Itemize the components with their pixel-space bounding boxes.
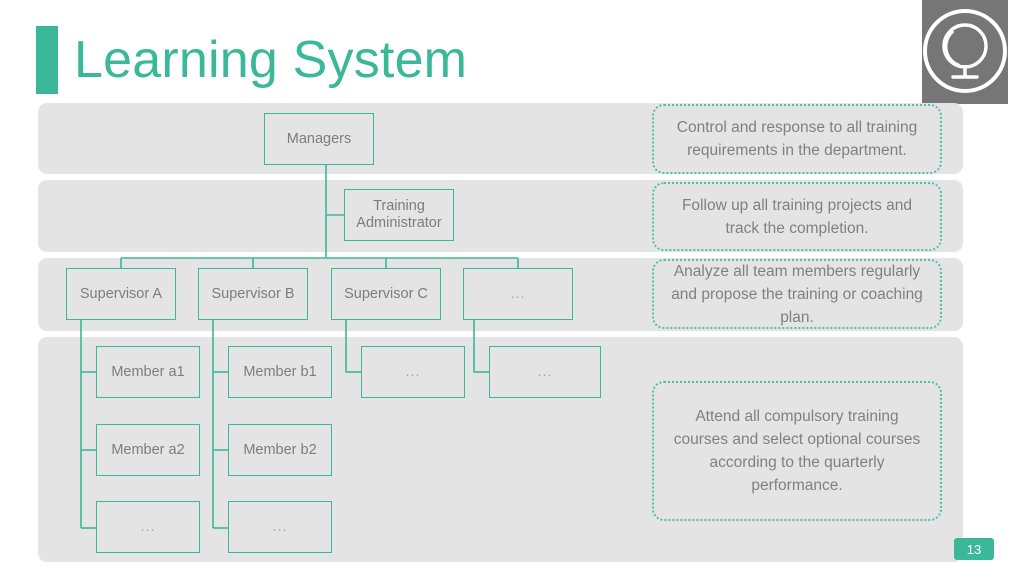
org-box-supervisor-b[interactable]: Supervisor B	[198, 268, 308, 320]
callout-text: Control and response to all training req…	[676, 119, 918, 159]
org-box-label: ...	[405, 363, 421, 380]
desk-globe-icon	[923, 9, 1007, 93]
callout-text: Attend all compulsory training courses a…	[673, 408, 921, 494]
org-box-managers[interactable]: Managers	[264, 113, 374, 165]
org-box-label: Supervisor B	[211, 285, 295, 302]
org-box-member-b2[interactable]: Member b2	[228, 424, 332, 476]
org-box-training-administrator[interactable]: Training Administrator	[344, 189, 454, 241]
page-title: Learning System	[74, 31, 468, 89]
title-accent-bar	[36, 26, 58, 94]
org-box-label: ...	[272, 518, 288, 535]
callout-members[interactable]: Attend all compulsory training courses a…	[652, 381, 942, 521]
org-box-label-line2: Administrator	[356, 215, 442, 231]
org-box-label: ...	[140, 518, 156, 535]
org-box-label: Managers	[286, 130, 352, 147]
org-box-member-b-more[interactable]: ...	[228, 501, 332, 553]
callout-text: Analyze all team members regularly and p…	[671, 262, 923, 326]
org-box-label: Supervisor A	[79, 285, 163, 302]
org-box-supervisor-more[interactable]: ...	[463, 268, 573, 320]
org-box-label: Training Administrator	[356, 198, 441, 232]
org-box-member-b1[interactable]: Member b1	[228, 346, 332, 398]
org-box-label: Member b1	[243, 363, 317, 380]
org-box-supervisor-c[interactable]: Supervisor C	[331, 268, 441, 320]
callout-text: Follow up all training projects and trac…	[681, 196, 913, 237]
callout-supervisors[interactable]: Analyze all team members regularly and p…	[652, 259, 942, 329]
page-number-label: 13	[966, 541, 982, 557]
org-box-member-a1[interactable]: Member a1	[96, 346, 200, 398]
org-box-label: ...	[510, 285, 526, 302]
org-box-label-line1: Training	[373, 198, 425, 214]
org-box-label: Member a2	[111, 441, 185, 458]
logo-tile	[922, 0, 1008, 104]
org-box-supervisor-a[interactable]: Supervisor A	[66, 268, 176, 320]
org-box-member-a2[interactable]: Member a2	[96, 424, 200, 476]
callout-managers[interactable]: Control and response to all training req…	[652, 104, 942, 174]
org-box-member-d1-more[interactable]: ...	[489, 346, 601, 398]
org-box-member-a-more[interactable]: ...	[96, 501, 200, 553]
org-box-label: Member b2	[243, 441, 317, 458]
org-box-label: ...	[537, 363, 553, 380]
org-box-member-c1-more[interactable]: ...	[361, 346, 465, 398]
org-box-label: Member a1	[111, 363, 185, 380]
org-box-label: Supervisor C	[344, 285, 428, 302]
page-number-badge: 13	[954, 538, 994, 560]
callout-training-administrator[interactable]: Follow up all training projects and trac…	[652, 182, 942, 251]
